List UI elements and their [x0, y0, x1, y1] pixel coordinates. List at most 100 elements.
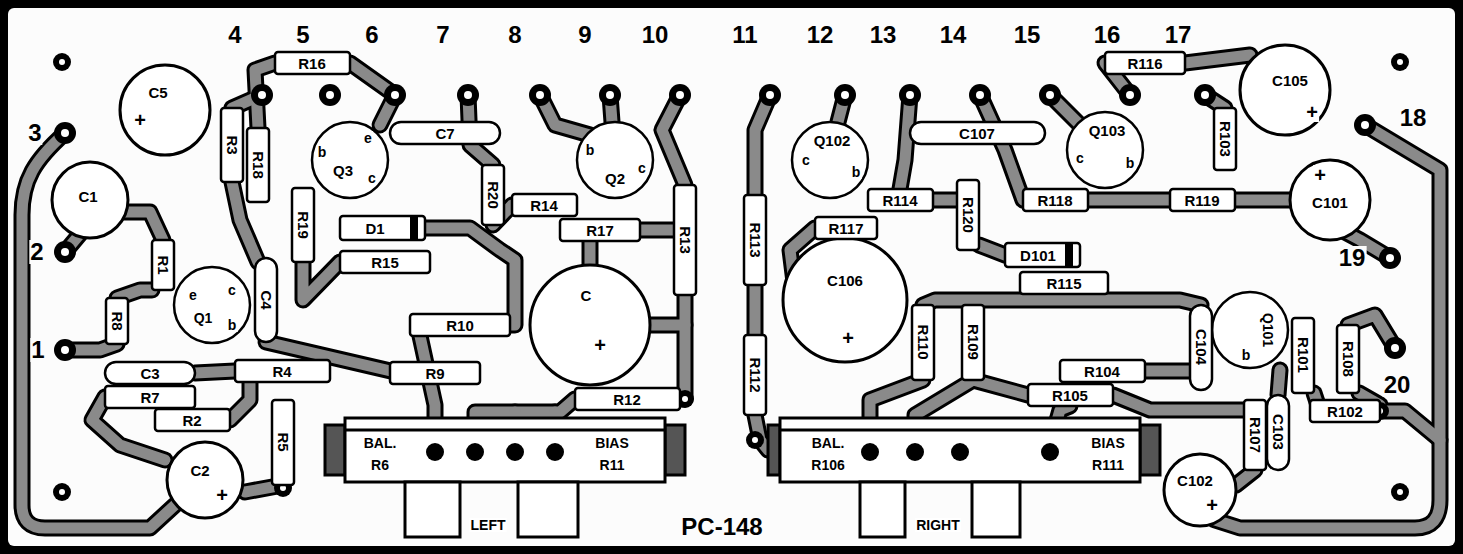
part-label: D101: [1019, 248, 1057, 263]
part-label: Q1: [193, 311, 214, 325]
trimmer-label: R6: [370, 458, 390, 472]
board-marking: PC-148: [680, 515, 763, 539]
part-label: R19: [296, 210, 311, 240]
pin-label: e: [363, 131, 373, 145]
terminal-number: 7: [435, 23, 450, 47]
trimmer-label: BIAS: [1090, 436, 1125, 450]
terminal-number: 14: [939, 23, 968, 47]
part-label: C: [580, 288, 593, 303]
polarity-mark: +: [1205, 495, 1219, 515]
part-label: R102: [1326, 404, 1364, 419]
part-label: R107: [1248, 416, 1263, 454]
pin-label: c: [367, 171, 377, 185]
part-label: R7: [139, 390, 160, 405]
part-label: C102: [1176, 473, 1214, 488]
terminal-number: 17: [1164, 23, 1193, 47]
part-label: R112: [748, 356, 763, 393]
part-label: C2: [189, 463, 210, 478]
part-label: R15: [370, 255, 400, 270]
pin-label: b: [317, 145, 328, 159]
terminal-number: 18: [1399, 106, 1428, 130]
part-label: C106: [826, 273, 864, 288]
part-label: Q101: [1261, 312, 1275, 348]
part-label: R14: [529, 198, 559, 213]
part-label: R117: [827, 221, 864, 236]
part-label: R18: [251, 150, 266, 180]
part-label: R12: [612, 392, 642, 407]
pin-label: b: [227, 318, 238, 332]
part-label: R5: [276, 431, 291, 452]
terminal-number: 5: [295, 23, 310, 47]
polarity-mark: +: [593, 335, 607, 355]
terminal-number: 10: [641, 23, 670, 47]
part-label: D1: [364, 221, 385, 236]
trimmer-label: BAL.: [811, 436, 846, 450]
terminal-number: 4: [227, 23, 242, 47]
terminal-number: 19: [1338, 246, 1367, 270]
terminal-number: 2: [29, 240, 44, 264]
part-label: R101: [1296, 336, 1311, 374]
part-label: R115: [1045, 276, 1082, 291]
part-label: C4: [259, 289, 274, 310]
part-label: R119: [1183, 193, 1220, 208]
pin-label: b: [851, 165, 862, 179]
polarity-mark: +: [1305, 102, 1319, 122]
terminal-number: 1: [30, 338, 45, 362]
pin-label: c: [227, 283, 237, 297]
polarity-mark: +: [1313, 165, 1327, 185]
part-label: R8: [110, 310, 125, 331]
polarity-mark: +: [841, 328, 855, 348]
part-label: R17: [585, 223, 615, 238]
part-label: R105: [1051, 388, 1089, 403]
part-label: R118: [1036, 193, 1073, 208]
part-label: R3: [225, 134, 240, 155]
part-label: R4: [271, 364, 292, 379]
pin-label: b: [1241, 348, 1252, 362]
trimmer-label: R106: [810, 458, 845, 472]
terminal-number: 16: [1093, 23, 1122, 47]
polarity-mark: +: [133, 110, 147, 130]
trimmer-label: RIGHT: [915, 518, 961, 532]
part-label: C7: [434, 126, 455, 141]
part-label: C5: [147, 85, 168, 100]
trimmer-label: R111: [1091, 458, 1125, 472]
terminal-number: 9: [577, 23, 592, 47]
trimmer-label: LEFT: [470, 518, 507, 532]
terminal-number: 20: [1383, 373, 1412, 397]
pin-label: c: [1075, 151, 1085, 165]
part-label: Q2: [604, 171, 626, 186]
part-label: R103: [1218, 120, 1233, 158]
part-label: Q3: [332, 163, 354, 178]
terminal-number: 6: [364, 23, 379, 47]
part-label: C3: [139, 366, 160, 381]
part-label: C1: [77, 189, 98, 204]
part-label: R9: [424, 366, 445, 381]
trimmer-label: BAL.: [363, 436, 398, 450]
part-label: R13: [678, 225, 693, 255]
terminal-number: 3: [27, 121, 42, 145]
part-label: C103: [1271, 413, 1286, 451]
part-label: R16: [297, 56, 327, 71]
part-label: C101: [1311, 195, 1349, 210]
terminal-number: 8: [507, 23, 522, 47]
pin-label: c: [801, 153, 811, 167]
part-label: R109: [966, 323, 981, 361]
polarity-mark: +: [215, 485, 229, 505]
part-label: C104: [1194, 328, 1209, 366]
terminal-number: 11: [731, 23, 758, 47]
pin-label: e: [188, 288, 198, 302]
part-label: R20: [486, 180, 501, 210]
part-label: C105: [1271, 73, 1309, 88]
part-label: R116: [1126, 56, 1163, 71]
pin-label: c: [637, 161, 647, 175]
part-label: Q102: [813, 133, 852, 148]
part-label: R104: [1083, 364, 1121, 379]
part-label: R113: [748, 221, 763, 258]
pin-label: b: [585, 143, 596, 157]
part-label: C107: [958, 126, 996, 141]
part-label: R1: [156, 254, 171, 275]
trimmer-label: BIAS: [594, 436, 629, 450]
part-label: R120: [961, 196, 976, 234]
